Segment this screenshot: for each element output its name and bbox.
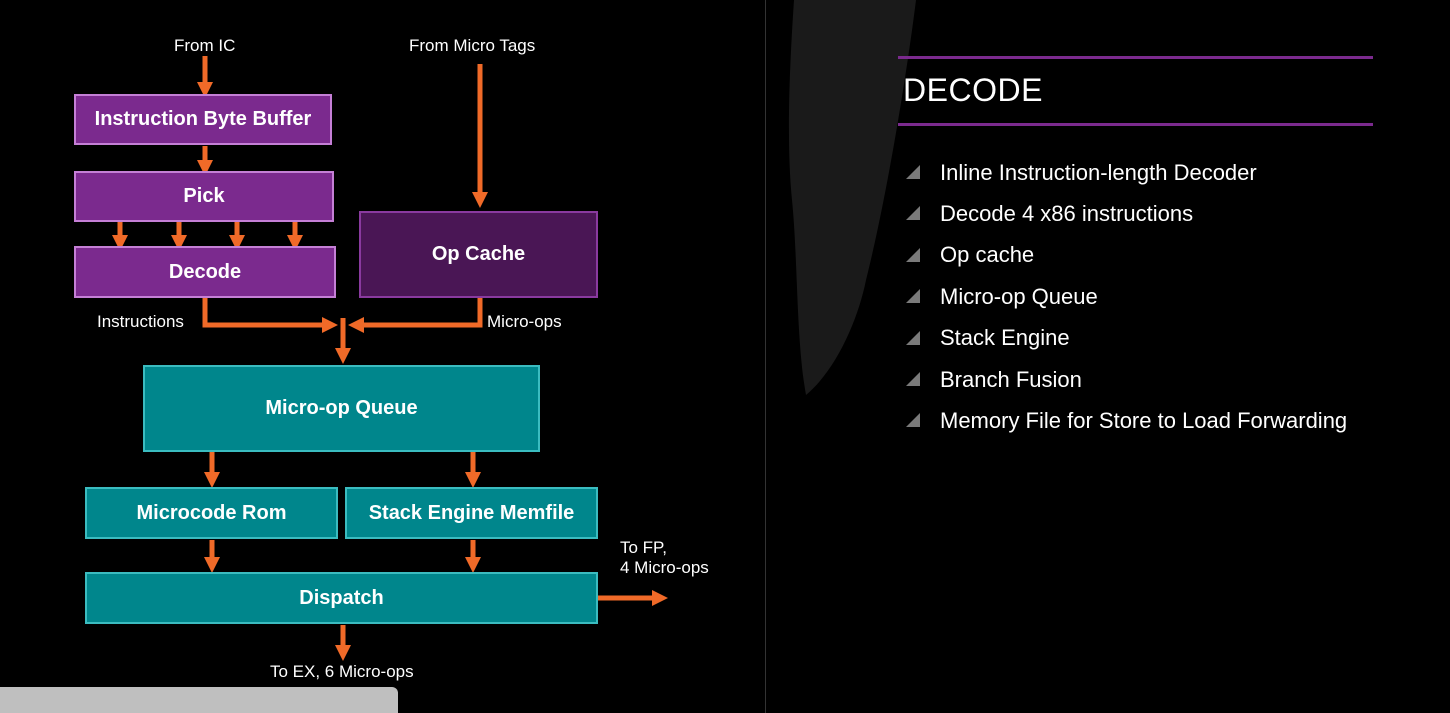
decode-label: Decode xyxy=(168,260,242,283)
op-cache-box: Op Cache xyxy=(359,211,598,298)
micro-op-queue-box: Micro-op Queue xyxy=(143,365,540,452)
arrow-instructions xyxy=(202,298,339,334)
bullet-text: Inline Instruction-length Decoder xyxy=(940,159,1257,185)
dispatch-box: Dispatch xyxy=(85,572,598,624)
bullet-text: Micro-op Queue xyxy=(940,283,1098,309)
pick-box: Pick xyxy=(74,171,334,222)
label-to-fp-2: 4 Micro-ops xyxy=(620,558,709,577)
instruction-byte-buffer-label: Instruction Byte Buffer xyxy=(94,108,312,130)
bullet-list: Inline Instruction-length Decoder Decode… xyxy=(906,152,1347,442)
triangle-bullet-icon xyxy=(906,330,920,345)
micro-op-queue-label: Micro-op Queue xyxy=(265,397,418,419)
label-to-fp-1: To FP, xyxy=(620,538,667,557)
flow-arrows xyxy=(111,56,669,662)
triangle-bullet-icon xyxy=(906,206,920,221)
title-rule-top xyxy=(898,56,1373,59)
bullet-text: Decode 4 x86 instructions xyxy=(940,201,1194,227)
op-cache-label: Op Cache xyxy=(431,243,526,265)
slide-title: DECODE xyxy=(903,72,1043,108)
label-micro-ops: Micro-ops xyxy=(487,312,562,331)
microcode-rom-box: Microcode Rom xyxy=(85,487,338,539)
bullet-text: Stack Engine xyxy=(940,325,1070,351)
bullet-item: Inline Instruction-length Decoder xyxy=(906,152,1347,193)
decode-diagram: From IC From Micro Tags Instruction Byte… xyxy=(0,0,766,713)
triangle-bullet-icon xyxy=(906,247,920,262)
bullet-item: Memory File for Store to Load Forwarding xyxy=(906,400,1347,441)
microcode-rom-label: Microcode Rom xyxy=(136,501,287,524)
decode-box: Decode xyxy=(74,246,336,298)
bullet-item: Micro-op Queue xyxy=(906,276,1347,317)
title-rule-bottom xyxy=(898,123,1373,126)
stack-engine-memfile-box: Stack Engine Memfile xyxy=(345,487,598,539)
background-swoosh xyxy=(788,0,916,395)
bullet-item: Branch Fusion xyxy=(906,359,1347,400)
bullet-item: Decode 4 x86 instructions xyxy=(906,193,1347,234)
bullet-item: Stack Engine xyxy=(906,318,1347,359)
triangle-bullet-icon xyxy=(906,289,920,304)
instruction-byte-buffer-box: Instruction Byte Buffer xyxy=(74,94,332,145)
bullet-text: Op cache xyxy=(940,242,1035,268)
label-from-micro-tags: From Micro Tags xyxy=(409,36,536,55)
label-from-ic: From IC xyxy=(174,36,236,55)
triangle-bullet-icon xyxy=(906,165,920,179)
stack-engine-memfile-label: Stack Engine Memfile xyxy=(368,501,575,524)
pick-label: Pick xyxy=(183,185,225,207)
bullet-text: Branch Fusion xyxy=(940,366,1082,392)
horizontal-scrollbar-thumb[interactable] xyxy=(0,687,398,713)
triangle-bullet-icon xyxy=(906,371,920,386)
label-instructions: Instructions xyxy=(97,312,184,331)
bullet-item: Op cache xyxy=(906,235,1347,276)
arrow-micro-ops xyxy=(347,298,483,334)
label-to-ex: To EX, 6 Micro-ops xyxy=(270,662,414,681)
triangle-bullet-icon xyxy=(906,413,920,428)
slide-panel: DECODE Inline Instruction-length Decoder… xyxy=(766,0,1450,713)
bullet-text: Memory File for Store to Load Forwarding xyxy=(940,408,1348,434)
dispatch-label: Dispatch xyxy=(299,586,384,609)
